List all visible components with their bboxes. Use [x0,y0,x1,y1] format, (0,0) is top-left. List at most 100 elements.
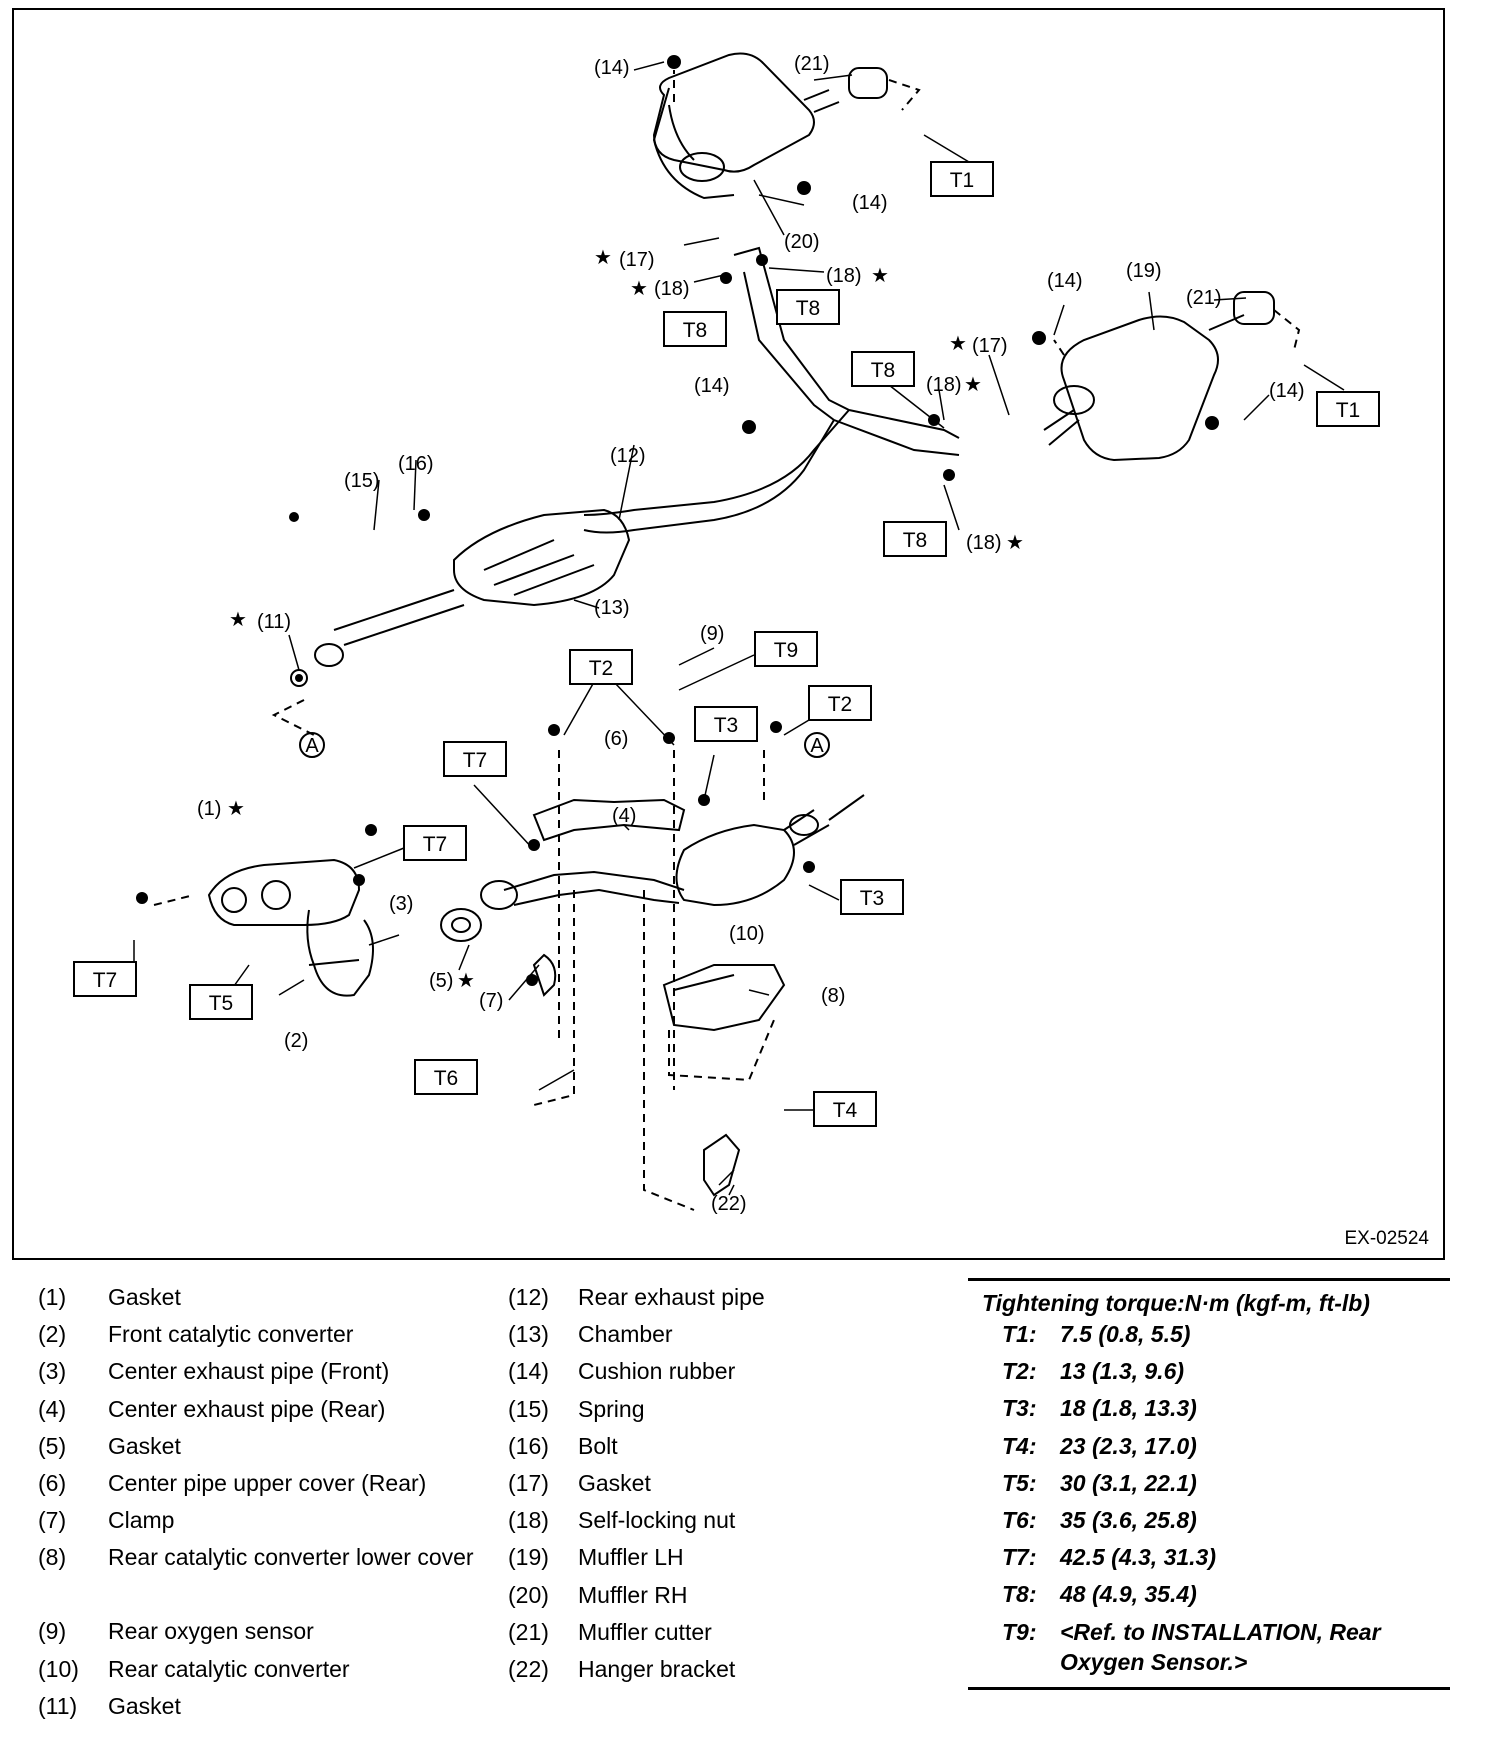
legend-item-name: Center pipe upper cover (Rear) [108,1469,427,1496]
callout-7: (7) [479,990,503,1012]
legend-item-name: Cushion rubber [578,1358,736,1385]
callout-14: (14) [1047,270,1083,292]
legend-item: (11)Gasket [38,1691,488,1728]
callout-17: (17) [972,335,1008,357]
t2-box-label: T2 [828,693,853,716]
callout-14: (14) [852,192,888,214]
callout-21: (21) [1186,287,1222,309]
t7-box-label: T7 [463,749,488,772]
callout-19: (19) [1126,260,1162,282]
ref-a-label-2: A [810,735,824,757]
torque-key: T2: [1002,1358,1037,1385]
star-17: ★ [949,333,967,355]
t8-box-label: T8 [683,319,708,342]
legend-item-name: Clamp [108,1507,175,1534]
callout-6: (6) [604,728,628,750]
t7-box-label: T7 [93,969,118,992]
legend-item-name: Spring [578,1395,645,1422]
torque-row: T6:35 (3.6, 25.8) [968,1505,1450,1542]
t7-box-label: T7 [423,833,448,856]
torque-row: T3:18 (1.8, 13.3) [968,1393,1450,1430]
callout-14: (14) [594,57,630,79]
legend-item: (22)Hanger bracket [508,1654,958,1691]
legend-item-number: (19) [508,1544,549,1571]
callout-18: (18) [654,278,690,300]
callout-15: (15) [344,470,380,492]
star-5: ★ [457,970,475,992]
torque-row: T5:30 (3.1, 22.1) [968,1468,1450,1505]
torque-key: T3: [1002,1395,1037,1422]
leader-lines [133,61,1345,1196]
legend-item: (21)Muffler cutter [508,1617,958,1654]
callout-20: (20) [784,231,820,253]
callout-5: (5) [429,970,453,992]
callout-9: (9) [700,623,724,645]
callout-8: (8) [821,985,845,1007]
legend-item: (9) Rear oxygen sensor [38,1616,488,1653]
legend-item: (6)Center pipe upper cover (Rear) [38,1468,488,1505]
torque-value: 7.5 (0.8, 5.5) [1060,1321,1191,1347]
clamp-shape [532,953,557,997]
legend-item-number: (7) [38,1507,67,1534]
legend-item-number: (20) [508,1581,549,1608]
legend-item-name: Front catalytic converter [108,1321,354,1348]
torque-value: 48 (4.9, 35.4) [1060,1581,1197,1608]
component-outlines [133,52,1345,1211]
t1-box-label: T1 [950,169,975,192]
callout-21: (21) [794,53,830,75]
legend-item-number: (1) [38,1284,67,1310]
legend-item-name: Rear oxygen sensor [108,1618,314,1645]
center-pipe-rear-shape [480,870,685,910]
legend-item-number: (12) [508,1284,549,1310]
callout-18: (18) [926,374,962,396]
legend-item-name: Rear exhaust pipe [578,1284,765,1310]
legend-item: (8)Rear catalytic converter lower cover [38,1542,488,1616]
legend-item-name: Muffler cutter [578,1618,712,1645]
t1-box-label: T1 [1336,399,1361,422]
legend-item-number: (4) [38,1395,67,1422]
legend-item-number: (13) [508,1321,549,1348]
t5-box-label: T5 [209,992,234,1015]
part-callouts: (14) (21) (14) (20) (17) ★ (18) ★ (18) ★… [197,53,1305,1215]
gasket-5-shape [440,908,482,942]
legend-item-number: (17) [508,1469,549,1496]
torque-key: T9: [1002,1618,1037,1645]
legend-item-number: (8) [38,1544,67,1571]
legend-item-number: (16) [508,1432,549,1459]
legend-item: (12) Rear exhaust pipe [508,1282,958,1319]
callout-1: (1) [197,798,221,820]
star-18: ★ [964,374,982,396]
legend-item: (5) Gasket [38,1431,488,1468]
legend-item: (19)Muffler LH [508,1542,958,1579]
legend-item-name: Hanger bracket [578,1655,736,1682]
muffler-rh-shape [652,52,921,200]
legend-item-number: (3) [38,1358,67,1385]
rear-exhaust-pipe-shape [583,246,960,534]
hanger-bracket-shape [703,1133,741,1197]
legend-item-name: Gasket [108,1432,181,1459]
t4-box-label: T4 [833,1099,858,1122]
rear-catalytic-converter-shape [675,794,865,907]
star-18: ★ [1006,532,1024,554]
legend-item: (17)Gasket [508,1468,958,1505]
legend-item: (7) Clamp [38,1505,488,1542]
front-catalytic-converter-shape [207,858,374,997]
star-18: ★ [630,278,648,300]
torque-callout-boxes: T1 T1 T8 T8 T8 T8 T9 T2 T2 T3 T7 T7 T3 T… [73,161,1380,1127]
legend-item-number: (5) [38,1432,67,1459]
t9-box-label: T9 [774,639,799,662]
callout-12: (12) [610,445,646,467]
chamber-shape [314,508,631,667]
torque-key: T8: [1002,1581,1037,1608]
callout-16: (16) [398,453,434,475]
legend-item-name: Bolt [578,1432,618,1459]
legend-item-name: Chamber [578,1321,673,1348]
callout-17: (17) [619,249,655,271]
legend-item: (1)Gasket [38,1282,488,1319]
lower-cover-shape [662,964,786,1032]
legend-item-number: (9) [38,1618,67,1645]
t2-box-label: T2 [589,657,614,680]
legend-item-number: (15) [508,1395,549,1422]
alignment-lines [153,70,1065,1211]
legend-item-name: Muffler RH [578,1581,688,1608]
